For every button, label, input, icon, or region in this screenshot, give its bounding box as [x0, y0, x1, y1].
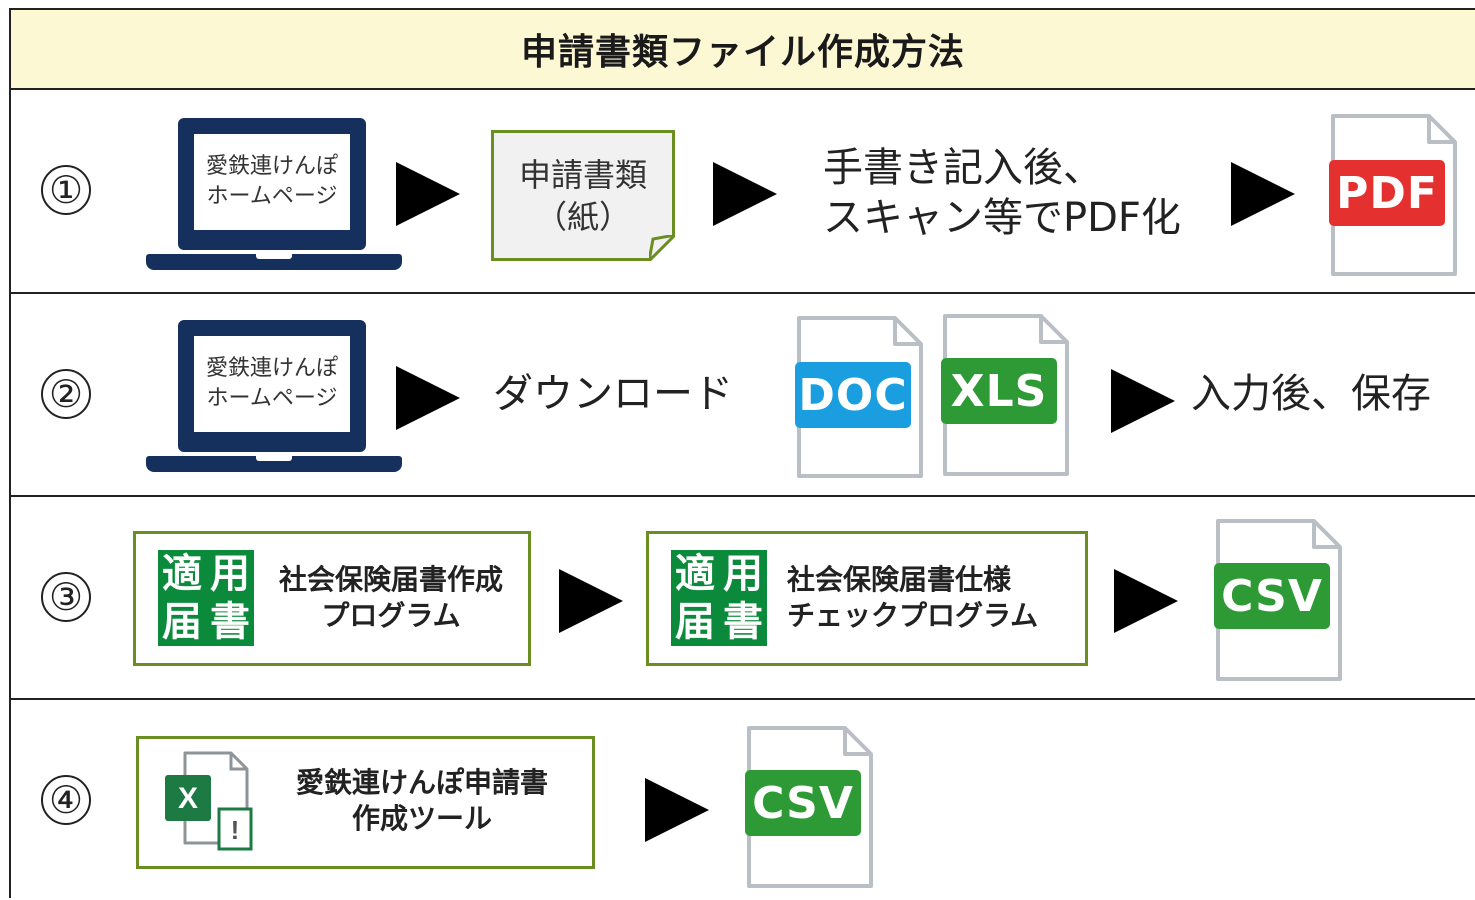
- app-icon-char: 適: [162, 551, 202, 597]
- file-type-label: DOC: [795, 362, 911, 428]
- laptop-icon: 愛鉄連けんぽ ホームページ: [146, 320, 402, 475]
- program-label: 社会保険届書仕様 チェックプログラム: [787, 562, 1077, 634]
- laptop-text-line1: 愛鉄連けんぽ: [205, 356, 338, 381]
- row-3: ③ 適 用 届 書 社会保険届書作成 プログラム 適 用 届 書 社会保険届書仕: [11, 497, 1475, 700]
- program-box-1: 適 用 届 書 社会保険届書作成 プログラム: [133, 531, 531, 666]
- csv-file-icon: CSV: [745, 724, 875, 890]
- arrow-right-icon: [559, 569, 623, 633]
- row-1: ① 愛鉄連けんぽ ホームページ 申請書類 （紙） 手書き記入後、 スキャン等: [11, 90, 1475, 294]
- doc-file-icon: DOC: [795, 314, 925, 480]
- laptop-icon: 愛鉄連けんぽ ホームページ: [146, 118, 402, 273]
- arrow-right-icon: [713, 162, 777, 226]
- paper-document: 申請書類 （紙）: [491, 130, 675, 261]
- step-number: ①: [41, 165, 91, 215]
- excel-icon: X !: [165, 751, 253, 851]
- csv-file-icon: CSV: [1214, 517, 1344, 683]
- step-number: ②: [41, 369, 91, 419]
- laptop-notch: [256, 456, 292, 461]
- instruction-line1: 手書き記入後、: [823, 145, 1103, 191]
- file-type-label: CSV: [745, 770, 861, 836]
- application-form-icon: 適 用 届 書: [671, 550, 767, 646]
- page-title: 申請書類ファイル作成方法: [520, 32, 965, 73]
- program-box-2: 適 用 届 書 社会保険届書仕様 チェックプログラム: [646, 531, 1088, 666]
- paper-text-line1: 申請書類: [518, 155, 647, 194]
- svg-text:X: X: [178, 782, 198, 815]
- laptop-base: [146, 254, 402, 270]
- file-type-label: PDF: [1329, 160, 1445, 226]
- tool-label-line1: 愛鉄連けんぽ申請書: [295, 766, 548, 799]
- row-2: ② 愛鉄連けんぽ ホームページ ダウンロード DOC: [11, 294, 1475, 497]
- arrow-right-icon: [396, 162, 460, 226]
- diagram-header: 申請書類ファイル作成方法: [11, 10, 1475, 90]
- app-icon-char: 適: [675, 551, 715, 597]
- svg-text:!: !: [231, 815, 240, 845]
- file-type-label: CSV: [1214, 563, 1330, 629]
- laptop-screen: 愛鉄連けんぽ ホームページ: [178, 320, 366, 452]
- app-icon-char: 届: [162, 599, 202, 645]
- laptop-text-line2: ホームページ: [206, 386, 338, 411]
- laptop-base: [146, 456, 402, 472]
- laptop-screen: 愛鉄連けんぽ ホームページ: [178, 118, 366, 250]
- step-number: ④: [41, 775, 91, 825]
- app-icon-char: 用: [723, 551, 763, 597]
- page-fold-icon: [649, 235, 675, 261]
- arrow-right-icon: [1114, 569, 1178, 633]
- laptop-display: 愛鉄連けんぽ ホームページ: [194, 134, 350, 230]
- tool-label-line2: 作成ツール: [351, 802, 492, 835]
- program-label-line1: 社会保険届書作成: [278, 563, 503, 596]
- app-icon-char: 書: [723, 599, 763, 645]
- program-label-line2: プログラム: [321, 599, 461, 632]
- laptop-notch: [256, 254, 292, 259]
- step-number: ③: [41, 572, 91, 622]
- application-form-icon: 適 用 届 書: [158, 550, 254, 646]
- instruction-text: 手書き記入後、 スキャン等でPDF化: [823, 143, 1181, 243]
- arrow-right-icon: [1231, 162, 1295, 226]
- laptop-text-line2: ホームページ: [206, 184, 338, 209]
- paper-text-line2: （紙）: [534, 197, 631, 236]
- app-icon-char: 届: [675, 599, 715, 645]
- laptop-display: 愛鉄連けんぽ ホームページ: [194, 336, 350, 432]
- instruction-line2: スキャン等でPDF化: [823, 195, 1181, 241]
- app-icon-char: 書: [210, 599, 250, 645]
- pdf-file-icon: PDF: [1329, 112, 1459, 278]
- program-label-line1: 社会保険届書仕様: [787, 563, 1012, 596]
- arrow-right-icon: [1111, 369, 1175, 433]
- row-4: ④ X ! 愛鉄連けんぽ申請書 作成ツール CSV: [11, 700, 1475, 900]
- laptop-text-line1: 愛鉄連けんぽ: [205, 154, 338, 179]
- result-text: 入力後、保存: [1191, 371, 1431, 417]
- arrow-right-icon: [396, 366, 460, 430]
- arrow-right-icon: [645, 778, 709, 842]
- tool-box: X ! 愛鉄連けんぽ申請書 作成ツール: [136, 736, 595, 869]
- file-type-label: XLS: [941, 358, 1057, 424]
- app-icon-char: 用: [210, 551, 250, 597]
- diagram-frame: 申請書類ファイル作成方法 ① 愛鉄連けんぽ ホームページ 申請書類 （紙）: [9, 8, 1475, 898]
- program-label: 社会保険届書作成 プログラム: [268, 562, 514, 634]
- tool-label: 愛鉄連けんぽ申請書 作成ツール: [269, 765, 575, 837]
- xls-file-icon: XLS: [941, 312, 1071, 478]
- program-label-line2: チェックプログラム: [787, 599, 1039, 632]
- download-label: ダウンロード: [493, 371, 733, 417]
